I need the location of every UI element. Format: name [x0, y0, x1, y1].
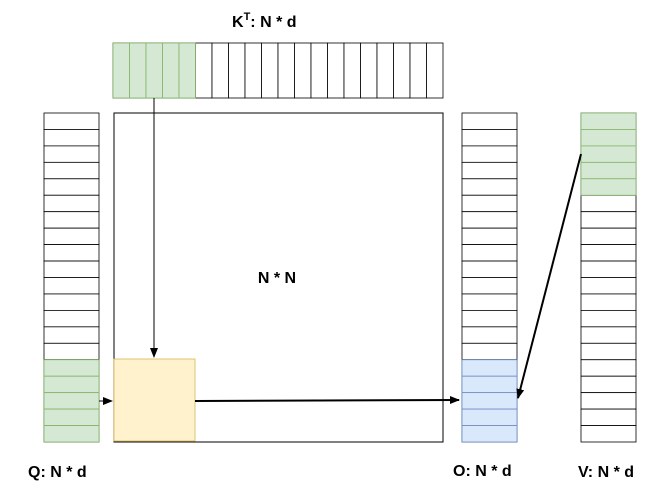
o-highlighted-cell: [461, 408, 518, 426]
kt-cell: [360, 42, 378, 99]
o-cell: [461, 244, 518, 262]
o-cell: [461, 227, 518, 245]
kt-cell: [343, 42, 361, 99]
kt-label: KT: N * d: [232, 11, 297, 31]
v-highlighted-cell: [580, 129, 637, 147]
v-highlighted-cell: [580, 145, 637, 163]
kt-cell: [261, 42, 279, 99]
q-cell: [43, 178, 100, 196]
v-cell: [580, 392, 637, 410]
q-highlighted-cell: [43, 392, 100, 410]
q-cell: [43, 161, 100, 180]
kt-cell: [426, 42, 444, 99]
q-cell: [43, 244, 100, 262]
kt-cell: [409, 42, 427, 99]
nn-label: N * N: [258, 270, 296, 287]
kt-cell: [211, 42, 229, 99]
kt-cell: [195, 42, 213, 99]
v-cell: [580, 227, 637, 245]
q-cell: [43, 129, 100, 147]
q-cell: [43, 342, 100, 361]
q-cell: [43, 260, 100, 278]
o-highlighted-cell: [461, 425, 518, 443]
o-cell: [461, 112, 518, 130]
o-highlighted-cell: [461, 359, 518, 377]
v-matrix: [580, 112, 637, 443]
q-cell: [43, 211, 100, 229]
o-matrix: [461, 112, 518, 443]
kt-cell: [327, 42, 345, 99]
v-cell: [580, 425, 637, 443]
o-cell: [461, 342, 518, 361]
o-cell: [461, 194, 518, 213]
kt-cell: [310, 42, 328, 99]
v-cell: [580, 375, 637, 394]
v-cell: [580, 326, 637, 344]
q-cell: [43, 309, 100, 328]
v-cell: [580, 342, 637, 361]
q-cell: [43, 293, 100, 311]
o-cell: [461, 129, 518, 147]
kt-cell: [376, 42, 394, 99]
kt-cell: [277, 42, 295, 99]
q-highlighted-cell: [43, 359, 100, 377]
v-label: V: N * d: [578, 464, 634, 481]
v-highlighted-cell: [580, 112, 637, 130]
v-cell: [580, 277, 637, 295]
q-cell: [43, 145, 100, 163]
o-cell: [461, 161, 518, 180]
v-cell: [580, 260, 637, 278]
v-cell: [580, 293, 637, 311]
kt-highlighted-cell: [129, 42, 147, 99]
attention-block: [113, 358, 196, 442]
v-cell: [580, 408, 637, 426]
v-cell: [580, 194, 637, 213]
o-highlighted-cell: [461, 392, 518, 410]
q-cell: [43, 326, 100, 344]
o-cell: [461, 277, 518, 295]
kt-highlighted-cell: [162, 42, 180, 99]
v-highlighted-cell: [580, 178, 637, 196]
o-cell: [461, 178, 518, 196]
o-cell: [461, 260, 518, 278]
v-cell: [580, 359, 637, 377]
o-cell: [461, 211, 518, 229]
kt-highlighted-cell: [145, 42, 163, 99]
kt-cell: [244, 42, 262, 99]
kt-highlighted-cell: [112, 42, 130, 99]
kt-cell: [393, 42, 411, 99]
q-highlighted-cell: [43, 425, 100, 443]
o-label: O: N * d: [453, 463, 512, 480]
q-highlighted-cell: [43, 408, 100, 426]
q-cell: [43, 227, 100, 245]
o-cell: [461, 145, 518, 163]
q-highlighted-cell: [43, 375, 100, 394]
kt-matrix: [112, 42, 444, 99]
block-to-o-arrow: [194, 396, 460, 405]
kt-cell: [228, 42, 246, 99]
v-to-o-arrow: [516, 153, 582, 399]
q-cell: [43, 112, 100, 130]
v-highlighted-cell: [580, 161, 637, 180]
o-cell: [461, 293, 518, 311]
v-cell: [580, 309, 637, 328]
q-matrix: [43, 112, 100, 443]
o-cell: [461, 326, 518, 344]
v-cell: [580, 211, 637, 229]
o-cell: [461, 309, 518, 328]
kt-highlighted-cell: [178, 42, 196, 99]
kt-cell: [294, 42, 312, 99]
q-cell: [43, 277, 100, 295]
q-cell: [43, 194, 100, 213]
q-label: Q: N * d: [28, 464, 87, 481]
v-cell: [580, 244, 637, 262]
o-highlighted-cell: [461, 375, 518, 394]
